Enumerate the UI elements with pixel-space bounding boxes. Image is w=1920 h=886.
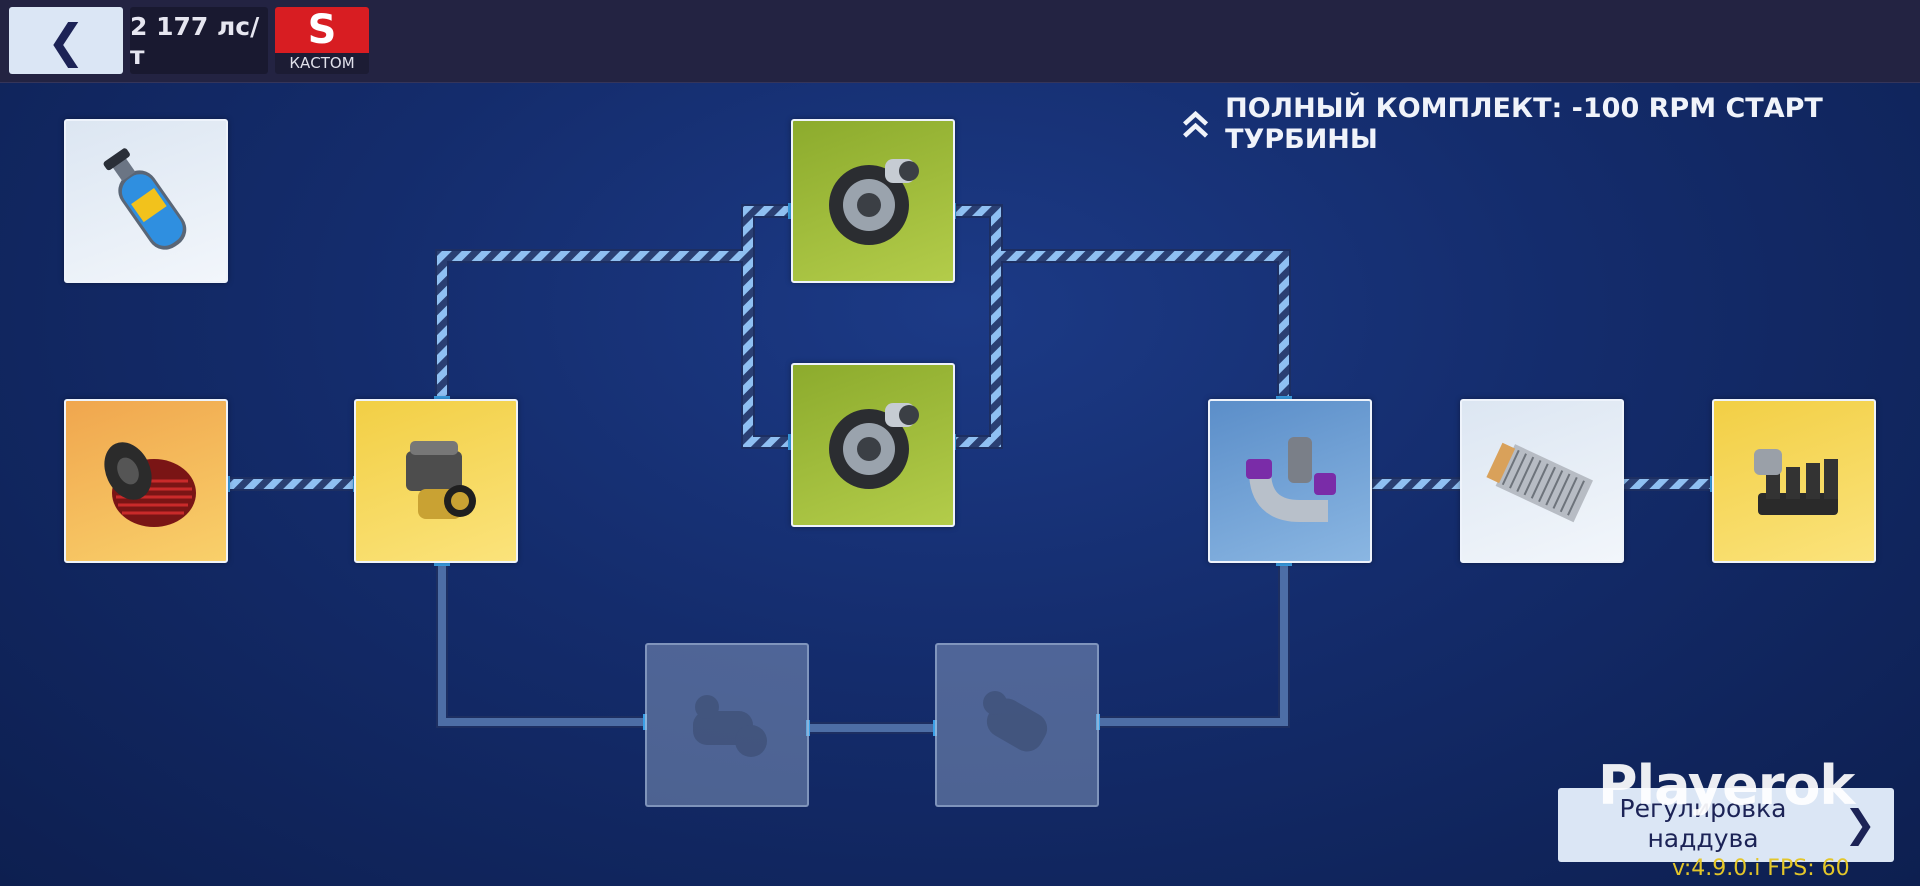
chevron-right-icon: ❯ [1844, 802, 1876, 846]
double-chevron-up-icon [1183, 110, 1209, 138]
set-bonus: ПОЛНЫЙ КОМПЛЕКТ: -100 RPM СТАРТ ТУРБИНЫ [1180, 93, 1920, 155]
intake-manifold-icon [1754, 449, 1838, 515]
top-bar: ❮ 2 177 лс/т S КАСТОМ [0, 0, 1920, 83]
part-slot-turbo-2[interactable] [791, 363, 955, 527]
air-filter-icon [104, 442, 196, 527]
part-slot-nitro[interactable] [64, 119, 228, 283]
boost-tuning-label-line2: наддува [1647, 824, 1759, 853]
part-slot-locked-2[interactable] [935, 643, 1099, 807]
part-slot-air-filter[interactable] [64, 399, 228, 563]
class-letter: S [275, 7, 369, 53]
boost-tuning-label: Регулировка наддува [1558, 794, 1848, 854]
boost-tuning-button[interactable]: Регулировка наддува ❯ [1558, 788, 1894, 862]
supercharger-icon [693, 695, 767, 757]
supercharger-icon [983, 691, 1048, 752]
boost-tuning-label-line1: Регулировка [1619, 794, 1787, 823]
nitrous-bottle-icon [103, 148, 187, 250]
version-fps-text: v:4.9.0.i FPS: 60 [1672, 856, 1850, 881]
power-to-weight-value: 2 177 лс/т [130, 7, 268, 74]
part-slot-blow-off-valve[interactable] [354, 399, 518, 563]
chevron-left-icon: ❮ [46, 13, 86, 68]
intercooler-icon [1486, 442, 1593, 523]
part-slot-intake-manifold[interactable] [1712, 399, 1876, 563]
part-slot-intake-pipe[interactable] [1208, 399, 1372, 563]
part-slot-turbo-1[interactable] [791, 119, 955, 283]
back-button[interactable]: ❮ [9, 7, 123, 74]
watermark: Playerok [1598, 754, 1855, 817]
blow-off-valve-icon [406, 441, 476, 519]
set-bonus-text: ПОЛНЫЙ КОМПЛЕКТ: -100 RPM СТАРТ ТУРБИНЫ [1225, 93, 1823, 155]
intake-pipe-icon [1246, 437, 1336, 522]
part-slot-locked-1[interactable] [645, 643, 809, 807]
turbocharger-icon [829, 403, 919, 489]
car-class-badge: S КАСТОМ [275, 7, 369, 74]
part-slot-intercooler[interactable] [1460, 399, 1624, 563]
class-label: КАСТОМ [289, 54, 355, 72]
turbocharger-icon [829, 159, 919, 245]
